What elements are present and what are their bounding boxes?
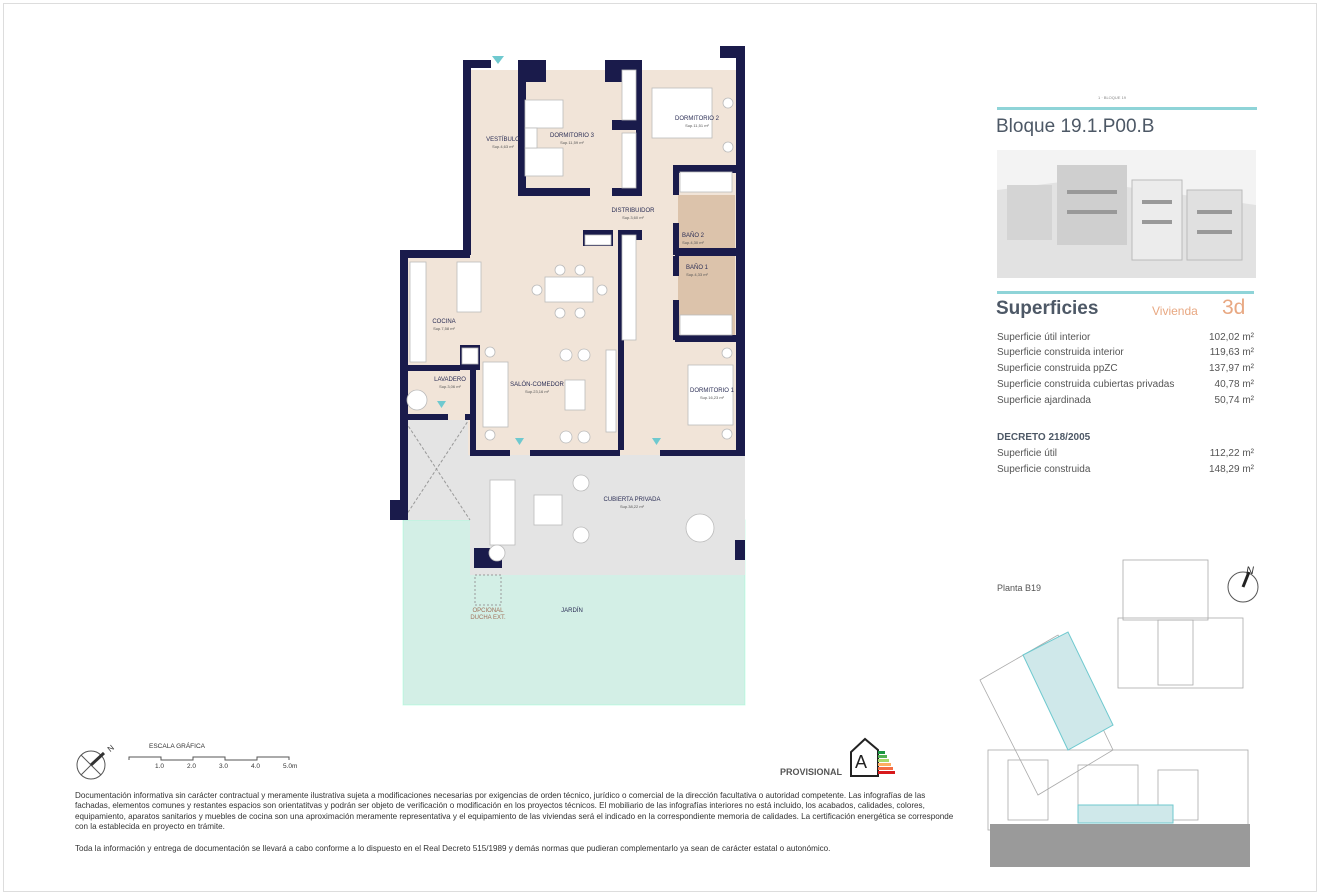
- row-value: 112,22 m²: [1209, 448, 1254, 459]
- scale-tick: 3.0: [219, 763, 229, 770]
- row-label: Superficie construida ppZC: [997, 363, 1118, 374]
- superficies-divider: [997, 291, 1254, 294]
- disclaimer-paragraph: Documentación informativa sin carácter c…: [75, 791, 954, 832]
- row-label: Superficie construida: [997, 464, 1091, 475]
- site-compass-icon: [1227, 571, 1259, 603]
- highlighted-unit-elevation: [1077, 804, 1174, 824]
- bathroom-2-floor: [678, 195, 735, 250]
- disclaimer: Documentación informativa sin carácter c…: [75, 791, 955, 854]
- walls: [390, 46, 745, 568]
- shower-outline: [474, 574, 502, 606]
- row-label: Superficie útil interior: [997, 332, 1091, 343]
- scale-tick: 5.0m: [283, 763, 298, 770]
- vivienda-type: 3d: [1222, 296, 1246, 319]
- energy-provisional-label: PROVISIONAL: [780, 767, 843, 777]
- energy-scale-bars: [878, 751, 895, 774]
- row-label: Superficie ajardinada: [997, 395, 1091, 406]
- scale-tick: 4.0: [251, 763, 261, 770]
- disclaimer-legal: Toda la información y entrega de documen…: [75, 843, 831, 853]
- decreto-title: DECRETO 218/2005: [997, 432, 1091, 443]
- garden-label: JARDÍN: [561, 608, 583, 614]
- vivienda-label: Vivienda: [1152, 304, 1198, 318]
- compass-icon: [76, 750, 106, 780]
- row-value: 137,97 m²: [1208, 363, 1254, 374]
- highlighted-unit-plan: [1022, 631, 1114, 751]
- energy-certificate-icon: [850, 737, 895, 777]
- scale-bar: [128, 756, 290, 761]
- furniture: [406, 69, 734, 562]
- block-title: Bloque 19.1.P00.B: [996, 116, 1155, 137]
- row-label: Superficie construida cubiertas privadas: [997, 379, 1175, 390]
- row-value: 119,63 m²: [1209, 347, 1254, 358]
- ground-section: [990, 824, 1250, 867]
- row-label: Superficie construida interior: [997, 347, 1124, 358]
- row-value: 50,74 m²: [1214, 395, 1254, 406]
- row-value: 102,02 m²: [1208, 332, 1254, 343]
- energy-rating: A: [855, 752, 868, 772]
- header-divider: [997, 107, 1257, 110]
- row-value: 40,78 m²: [1214, 379, 1254, 390]
- site-plan-title: Planta B19: [997, 583, 1042, 593]
- page-frame: [3, 3, 1317, 892]
- superficies-title: Superficies: [996, 298, 1099, 319]
- row-value: 148,29 m²: [1208, 464, 1254, 475]
- scale-title: ESCALA GRÁFICA: [149, 743, 205, 750]
- scale-ticks: 1.0 2.0 3.0 4.0 5.0m: [155, 763, 297, 770]
- scale-tick: 2.0: [187, 763, 197, 770]
- scale-tick: 1.0: [155, 763, 165, 770]
- header-caption: 1 · BLOQUE 19: [1098, 95, 1127, 100]
- row-label: Superficie útil: [997, 448, 1058, 459]
- building-3d-render: [997, 150, 1256, 278]
- site-plan: [979, 559, 1259, 867]
- site-compass-label: N: [1246, 565, 1254, 577]
- entrance-markers: [437, 56, 661, 445]
